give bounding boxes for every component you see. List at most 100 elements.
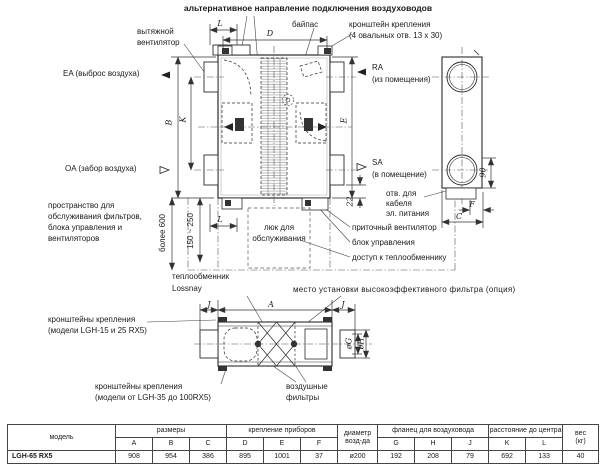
cell-A: 908: [115, 450, 153, 464]
dim-K: K: [178, 116, 188, 123]
label-brackets-small-line1: кронштейны крепления: [48, 315, 136, 324]
header-model: модель: [7, 424, 116, 451]
col-A: A: [115, 437, 153, 451]
label-brackets-large-line2: (модели от LGH-35 до 100RX5): [95, 393, 211, 402]
front-view-brackets: [218, 317, 332, 371]
col-B: B: [152, 437, 190, 451]
main-top-view: [183, 15, 447, 258]
dim-E: E: [339, 117, 349, 124]
table-header-letters: A B C D E F G H J K L: [8, 437, 599, 451]
oa-arrow-icon: [159, 165, 171, 175]
label-hatch-line2: обслуживания: [252, 234, 306, 243]
label-sa-line2: (в помещение): [372, 170, 427, 179]
label-ra-line1: RA: [372, 63, 384, 72]
dim-B: B: [164, 119, 174, 126]
label-brackets-small-line2: (модели LGH-15 и 25 RX5): [48, 326, 147, 335]
dim-J-left: J: [207, 300, 211, 309]
label-filter-option: место установки высокоэффективного фильт…: [293, 285, 516, 294]
col-F: F: [300, 437, 339, 451]
label-bracket-line2: (4 овальных отв. 13 x 30): [349, 31, 443, 40]
dim-A: A: [268, 300, 274, 309]
dim-90: 90: [478, 167, 488, 178]
header-diameter-line1: диаметр: [343, 429, 372, 437]
side-view: [432, 47, 490, 204]
header-weight-line2: (кг): [575, 437, 586, 445]
header-sizes: размеры: [114, 424, 228, 438]
cell-E: 1001: [263, 450, 302, 464]
header-weight: вес(кг): [562, 424, 600, 451]
front-view-dimensions: [199, 300, 370, 359]
front-view: [146, 295, 372, 385]
header-weight-line1: вес: [575, 429, 587, 437]
table-row: LGH-65 RX5 908 954 386 895 1001 37 ø200 …: [7, 450, 600, 464]
cell-G: 192: [377, 450, 416, 464]
label-oa: OA (забор воздуха): [65, 164, 137, 173]
label-air-filters-line1: воздушные: [286, 382, 328, 391]
top-view-dimensions: [168, 24, 366, 271]
dim-D: D: [266, 29, 274, 38]
label-hx-access: доступ к теплообменнику: [352, 253, 447, 262]
cell-D: 895: [226, 450, 265, 464]
cell-H: 208: [414, 450, 453, 464]
flow-arrow-left-icon: [224, 123, 233, 131]
side-view-dimensions: [441, 157, 496, 228]
col-J: J: [451, 437, 490, 451]
col-L: L: [525, 437, 564, 451]
dim-phi-H: øH: [356, 337, 366, 350]
cell-F: 37: [300, 450, 339, 464]
mount-bolt-right: [324, 48, 331, 54]
label-sa-line1: SA: [372, 158, 383, 167]
fan-hub-left: [235, 118, 244, 131]
header-flange: фланец для воздуховода: [377, 424, 490, 438]
label-hx-line2: Lossnay: [172, 284, 202, 293]
duct-flange-sa: [446, 154, 478, 186]
cell-model: LGH-65 RX5: [7, 450, 116, 464]
dim-L-bottom: L: [217, 215, 223, 224]
cell-J: 79: [451, 450, 490, 464]
label-bypass: байпас: [292, 20, 319, 29]
fan-hub-right: [304, 118, 313, 131]
col-D: D: [226, 437, 265, 451]
label-exhaust-fan-line1: вытяжной: [137, 27, 174, 36]
label-brackets-large-line1: кронштейны крепления: [95, 382, 183, 391]
service-hatch: [247, 207, 311, 269]
label-hx-line1: теплообменник: [172, 272, 230, 281]
label-service-space-line2: обслуживания фильтров,: [48, 212, 142, 221]
cell-B: 954: [152, 450, 190, 464]
dim-J-right: J: [341, 300, 345, 309]
label-supply-fan: приточный вентилятор: [352, 223, 437, 232]
header-mount: крепление приборов: [226, 424, 339, 438]
label-ra-line2: (из помещения): [372, 75, 431, 84]
spec-table: модель размеры крепление приборов диамет…: [7, 424, 600, 464]
header-diameter-line2: возд-да: [345, 437, 370, 445]
label-air-filters-line2: фильтры: [286, 393, 320, 402]
ea-arrow-icon: [161, 71, 170, 79]
label-cable-hole-line2: кабеля: [386, 199, 412, 208]
dim-F: F: [469, 200, 475, 209]
mount-bolt-left: [222, 48, 229, 54]
dim-22: 22: [345, 196, 355, 207]
label-exhaust-fan-line2: вентилятор: [137, 38, 180, 47]
cell-L: 133: [525, 450, 564, 464]
header-center-distance: расстояние до центра: [488, 424, 564, 438]
dim-phi-G: øG: [344, 337, 354, 350]
lossnay-dimension-drawing: [146, 15, 496, 385]
label-hatch-line1: люк для: [263, 223, 295, 232]
cell-C: 386: [188, 450, 228, 464]
duct-flange-ra: [446, 61, 478, 93]
col-G: G: [377, 437, 416, 451]
cell-K: 692: [488, 450, 527, 464]
sa-arrow-icon: [356, 162, 368, 172]
terminal-box: [445, 187, 477, 200]
cell-weight: 40: [562, 450, 600, 464]
label-service-space-line4: вентиляторов: [48, 234, 100, 243]
label-cable-hole-line3: эл. питания: [386, 209, 430, 218]
label-service-space-line1: пространство для: [48, 201, 115, 210]
label-service-space-line3: блока управления и: [48, 223, 123, 232]
col-H: H: [414, 437, 453, 451]
label-cable-hole-line1: отв. для: [386, 189, 417, 198]
flow-arrow-right-icon: [318, 123, 327, 131]
label-more-600: более 600: [158, 214, 167, 252]
